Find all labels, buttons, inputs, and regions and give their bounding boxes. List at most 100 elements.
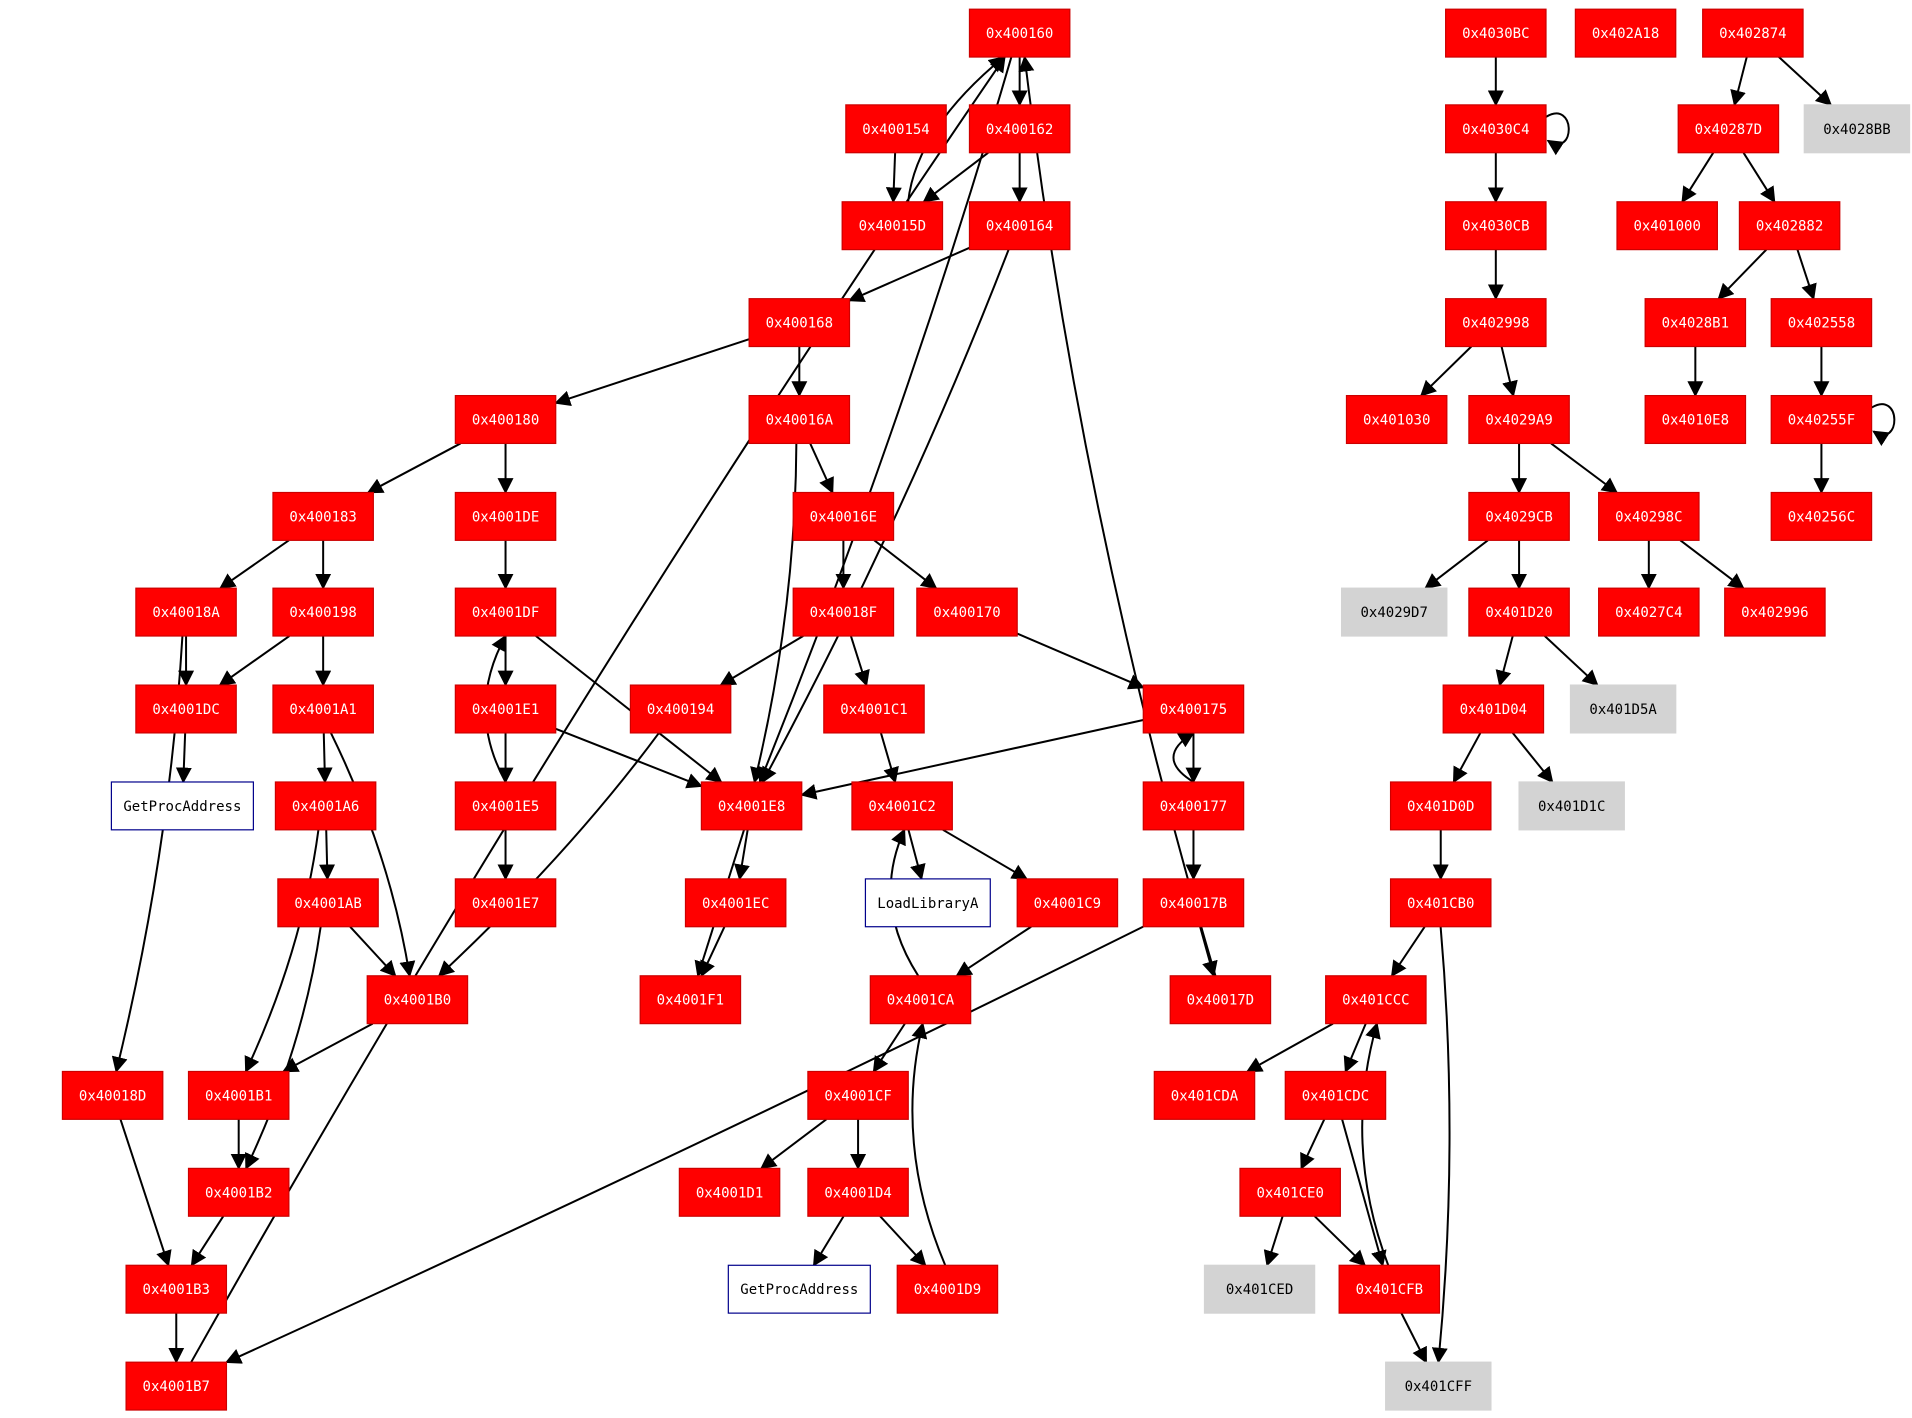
edge-n4001A1-n4001B0 xyxy=(330,732,416,978)
node-box xyxy=(968,104,1071,154)
node-0x400162: 0x400162 xyxy=(968,104,1071,154)
edge-n4001A1-n4001A6 xyxy=(316,732,333,784)
node-box xyxy=(727,1264,871,1314)
node-label: 0x4001DE xyxy=(472,509,539,525)
node-box xyxy=(1016,878,1119,928)
node-0x400177: 0x400177 xyxy=(1142,781,1245,831)
node-0x401030: 0x401030 xyxy=(1345,394,1448,445)
node-0x4001e7: 0x4001E7 xyxy=(454,878,557,928)
node-box xyxy=(792,587,895,637)
node-0x4001e8: 0x4001E8 xyxy=(700,781,803,831)
node-box xyxy=(187,1070,290,1120)
node-box xyxy=(1345,394,1448,445)
edge-n400168-n400180 xyxy=(554,338,750,407)
node-0x400194: 0x400194 xyxy=(629,684,732,734)
node-box xyxy=(1770,298,1873,348)
node-label: 0x4001A1 xyxy=(289,702,356,718)
node-label: 0x400164 xyxy=(986,219,1053,235)
edge-n4001AB-n4001B0 xyxy=(349,926,397,977)
node-loadlibrarya: LoadLibraryA xyxy=(864,878,991,928)
edge-n400194-n4001B0 xyxy=(437,732,660,977)
node-box xyxy=(135,684,237,734)
node-0x4030c4: 0x4030C4 xyxy=(1445,104,1547,154)
node-box xyxy=(454,587,557,637)
edge-n4001A6-n4001B1 xyxy=(244,829,320,1073)
node-box xyxy=(1468,587,1570,637)
node-box xyxy=(1284,1070,1387,1120)
node-0x402996: 0x402996 xyxy=(1724,587,1826,637)
edge-n400170-n400175 xyxy=(1016,632,1145,690)
node-box xyxy=(274,781,377,831)
node-box xyxy=(454,781,557,831)
node-0x4001b3: 0x4001B3 xyxy=(125,1264,228,1314)
node-box xyxy=(629,684,732,734)
node-box xyxy=(841,201,944,251)
node-0x401cdc: 0x401CDC xyxy=(1284,1070,1387,1120)
node-box xyxy=(1445,8,1547,58)
node-0x401d04: 0x401D04 xyxy=(1442,684,1545,734)
node-0x40015d: 0x40015D xyxy=(841,201,944,251)
node-0x401ccc: 0x401CCC xyxy=(1325,975,1427,1025)
node-0x40016a: 0x40016A xyxy=(748,394,851,445)
node-box xyxy=(454,684,557,734)
edge-n40018F-n400194 xyxy=(719,635,804,686)
node-box xyxy=(1445,201,1547,251)
node-box xyxy=(700,781,803,831)
node-box xyxy=(1340,587,1448,637)
node-label: 0x4028B1 xyxy=(1662,316,1729,332)
node-label: 0x400170 xyxy=(933,605,1000,621)
node-0x400154: 0x400154 xyxy=(845,104,947,154)
node-box xyxy=(869,975,972,1025)
node-box xyxy=(1142,781,1245,831)
node-box xyxy=(454,394,557,445)
edge-n400177-n400175 xyxy=(1172,732,1195,783)
node-0x40016e: 0x40016E xyxy=(792,491,895,541)
edge-n4029CB-n4029D7 xyxy=(1424,539,1489,590)
node-label: 0x401CDA xyxy=(1171,1088,1239,1104)
node-label: 0x400168 xyxy=(766,316,833,332)
node-0x402998: 0x402998 xyxy=(1445,298,1547,348)
node-box xyxy=(823,684,925,734)
node-0x4001ca: 0x4001CA xyxy=(869,975,972,1025)
node-box xyxy=(1385,1361,1492,1411)
node-label: GetProcAddress xyxy=(123,799,241,815)
node-box xyxy=(1468,394,1570,445)
edge-n401CB0-n401CFF xyxy=(1431,926,1451,1364)
node-label: 0x4001EC xyxy=(702,896,769,912)
node-0x40255f: 0x40255F xyxy=(1770,394,1873,445)
edge-n4001E8-n4001EC xyxy=(734,829,750,881)
edge-n402874-n4028BB xyxy=(1778,56,1833,106)
node-label: 0x400180 xyxy=(472,413,539,429)
node-0x401cb0: 0x401CB0 xyxy=(1389,878,1492,928)
node-box xyxy=(1468,491,1570,541)
node-box xyxy=(125,1361,228,1411)
node-0x401000: 0x401000 xyxy=(1616,201,1718,251)
node-label: 0x400175 xyxy=(1160,702,1227,718)
edge-n4001E1-n4001E8 xyxy=(555,727,703,789)
node-box xyxy=(272,491,374,541)
node-label: 0x402882 xyxy=(1756,219,1823,235)
node-label: 0x4001C2 xyxy=(868,799,935,815)
node-box xyxy=(1644,394,1747,445)
edge-n402874-n40287D xyxy=(1730,56,1748,107)
node-label: 0x4001B3 xyxy=(143,1282,210,1298)
node-label: 0x401D1C xyxy=(1538,799,1605,815)
node-label: 0x402558 xyxy=(1788,316,1855,332)
edge-n40017B-n4001B7 xyxy=(224,925,1144,1364)
edge-n401CCC-n401CDA xyxy=(1245,1022,1334,1073)
edge-n401CE0-n401CFB xyxy=(1313,1215,1366,1267)
node-0x40298c: 0x40298C xyxy=(1598,491,1700,541)
node-label: 0x4001B1 xyxy=(205,1088,272,1104)
node-box xyxy=(1389,781,1492,831)
node-0x401cda: 0x401CDA xyxy=(1153,1070,1256,1120)
node-box xyxy=(748,298,851,348)
node-label: 0x4001D9 xyxy=(914,1282,981,1298)
node-0x4001b7: 0x4001B7 xyxy=(125,1361,228,1411)
node-box xyxy=(110,781,254,831)
node-0x4001e1: 0x4001E1 xyxy=(454,684,557,734)
node-box xyxy=(1239,1167,1341,1217)
edge-n4001B0-n4001B1 xyxy=(281,1022,374,1073)
edge-n401CB0-n401CCC xyxy=(1390,926,1426,978)
node-0x4001ec: 0x4001EC xyxy=(684,878,787,928)
node-0x4010e8: 0x4010E8 xyxy=(1644,394,1747,445)
